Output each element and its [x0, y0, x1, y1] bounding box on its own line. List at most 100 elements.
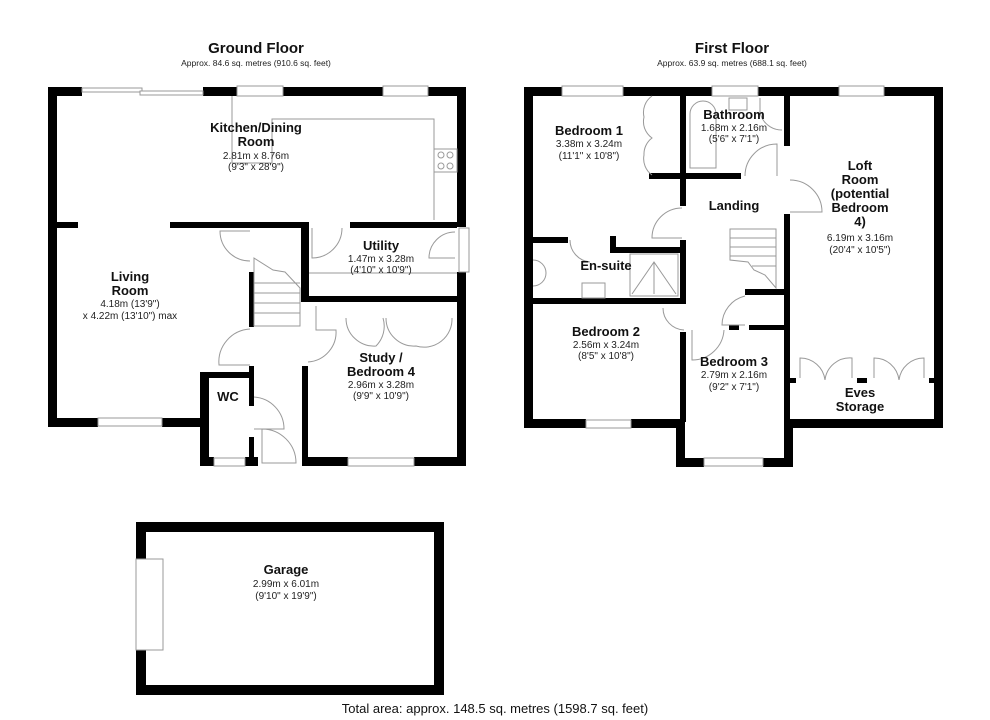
door-swing [569, 239, 591, 263]
wall [676, 458, 704, 467]
wall [48, 418, 98, 427]
wall [457, 272, 466, 466]
door-swing [691, 329, 725, 361]
shower-tray [629, 253, 679, 297]
living-room-label: Living [111, 269, 149, 284]
loft-room-dim-ft: (20'4" x 10'5") [829, 245, 891, 256]
wall [249, 366, 254, 406]
first-floor-title: First Floor [695, 40, 769, 57]
eves-doors [873, 357, 925, 381]
door-swing [219, 230, 251, 262]
staircase [729, 228, 777, 290]
window [236, 85, 284, 97]
window [458, 227, 470, 273]
living-room-dim-ft: x 4.22m (13'10") max [83, 311, 177, 322]
first-floor-plan: First Floor Approx. 63.9 sq. metres (688… [524, 40, 943, 467]
door-swing [744, 143, 778, 177]
wall [729, 325, 739, 330]
window [838, 85, 885, 97]
basin [581, 282, 606, 299]
door-swing [721, 295, 746, 326]
wall [203, 372, 253, 378]
wall [162, 418, 204, 427]
wall [680, 96, 686, 206]
wardrobe-doors [385, 317, 453, 348]
wall [302, 366, 308, 466]
loft-room-label: Loft [848, 158, 873, 173]
wall [623, 87, 712, 96]
door-swing [261, 428, 297, 464]
wall [414, 457, 466, 466]
ground-floor-plan: Ground Floor Approx. 84.6 sq. metres (91… [48, 40, 470, 467]
wall [48, 87, 57, 427]
staircase [253, 257, 301, 327]
study-label: Study / [359, 350, 403, 365]
wall [200, 372, 209, 466]
eves-doors [799, 357, 853, 381]
wall [758, 87, 839, 96]
eves-storage-label: Storage [836, 399, 884, 414]
hob-icon [433, 148, 458, 173]
wall [200, 457, 214, 466]
bedroom3-dim-m: 2.79m x 2.16m [701, 370, 767, 381]
ground-floor-title: Ground Floor [208, 40, 304, 57]
loft-room-label: Bedroom [831, 200, 888, 215]
toilet [532, 259, 547, 287]
ground-floor-area: Approx. 84.6 sq. metres (910.6 sq. feet) [181, 58, 331, 68]
utility-dim-ft: (4'10" x 10'9") [350, 265, 412, 276]
wall [763, 458, 793, 467]
hob-ring [437, 151, 445, 159]
garage-dim-ft: (9'10" x 19'9") [255, 591, 317, 602]
window [382, 85, 429, 97]
window [347, 457, 415, 467]
wall [784, 96, 790, 146]
garage-walls [136, 522, 444, 695]
wardrobe-doors [345, 317, 385, 347]
wall [929, 378, 934, 383]
loft-room-label: 4) [854, 214, 866, 229]
window [561, 85, 624, 97]
door-swing [789, 179, 823, 213]
basin [728, 97, 748, 111]
door-swing [662, 307, 685, 331]
kitchen-dining-dim-ft: (9'3" x 28'9") [228, 162, 284, 173]
wall [302, 457, 348, 466]
utility-dim-m: 1.47m x 3.28m [348, 254, 414, 265]
bedroom3-label: Bedroom 3 [700, 354, 768, 369]
loft-room-label: (potential [831, 186, 890, 201]
first-floor-area: Approx. 63.9 sq. metres (688.1 sq. feet) [657, 58, 807, 68]
bathroom-label: Bathroom [703, 107, 764, 122]
garage-label: Garage [264, 562, 309, 577]
hob-ring [446, 151, 454, 159]
wall [610, 247, 685, 253]
wardrobe-doors [643, 95, 653, 176]
garage-plan: Garage 2.99m x 6.01m (9'10" x 19'9") [135, 522, 444, 695]
landing-label: Landing [709, 198, 760, 213]
total-area: Total area: approx. 148.5 sq. metres (15… [341, 701, 649, 716]
wall [457, 87, 466, 227]
wall [749, 325, 785, 330]
wall [428, 87, 466, 96]
wall [790, 378, 796, 383]
wall [784, 419, 943, 428]
wall [680, 240, 686, 299]
wall [784, 214, 790, 419]
study-dim-ft: (9'9" x 10'9") [353, 391, 409, 402]
bedroom1-dim-m: 3.38m x 3.24m [556, 139, 622, 150]
bedroom2-dim-ft: (8'5" x 10'8") [578, 351, 634, 362]
window [703, 457, 764, 467]
wall [533, 298, 686, 304]
door-swing [218, 328, 251, 366]
wall [301, 296, 461, 302]
door-swing [307, 306, 337, 363]
wall [680, 332, 686, 422]
door-swing [759, 98, 783, 131]
wall [745, 289, 785, 295]
bathtub [689, 100, 717, 169]
door-swing [428, 231, 456, 259]
window [213, 457, 246, 467]
kitchen-dining-label: Kitchen/Dining [210, 120, 302, 135]
wall [283, 87, 383, 96]
wall [301, 222, 309, 302]
